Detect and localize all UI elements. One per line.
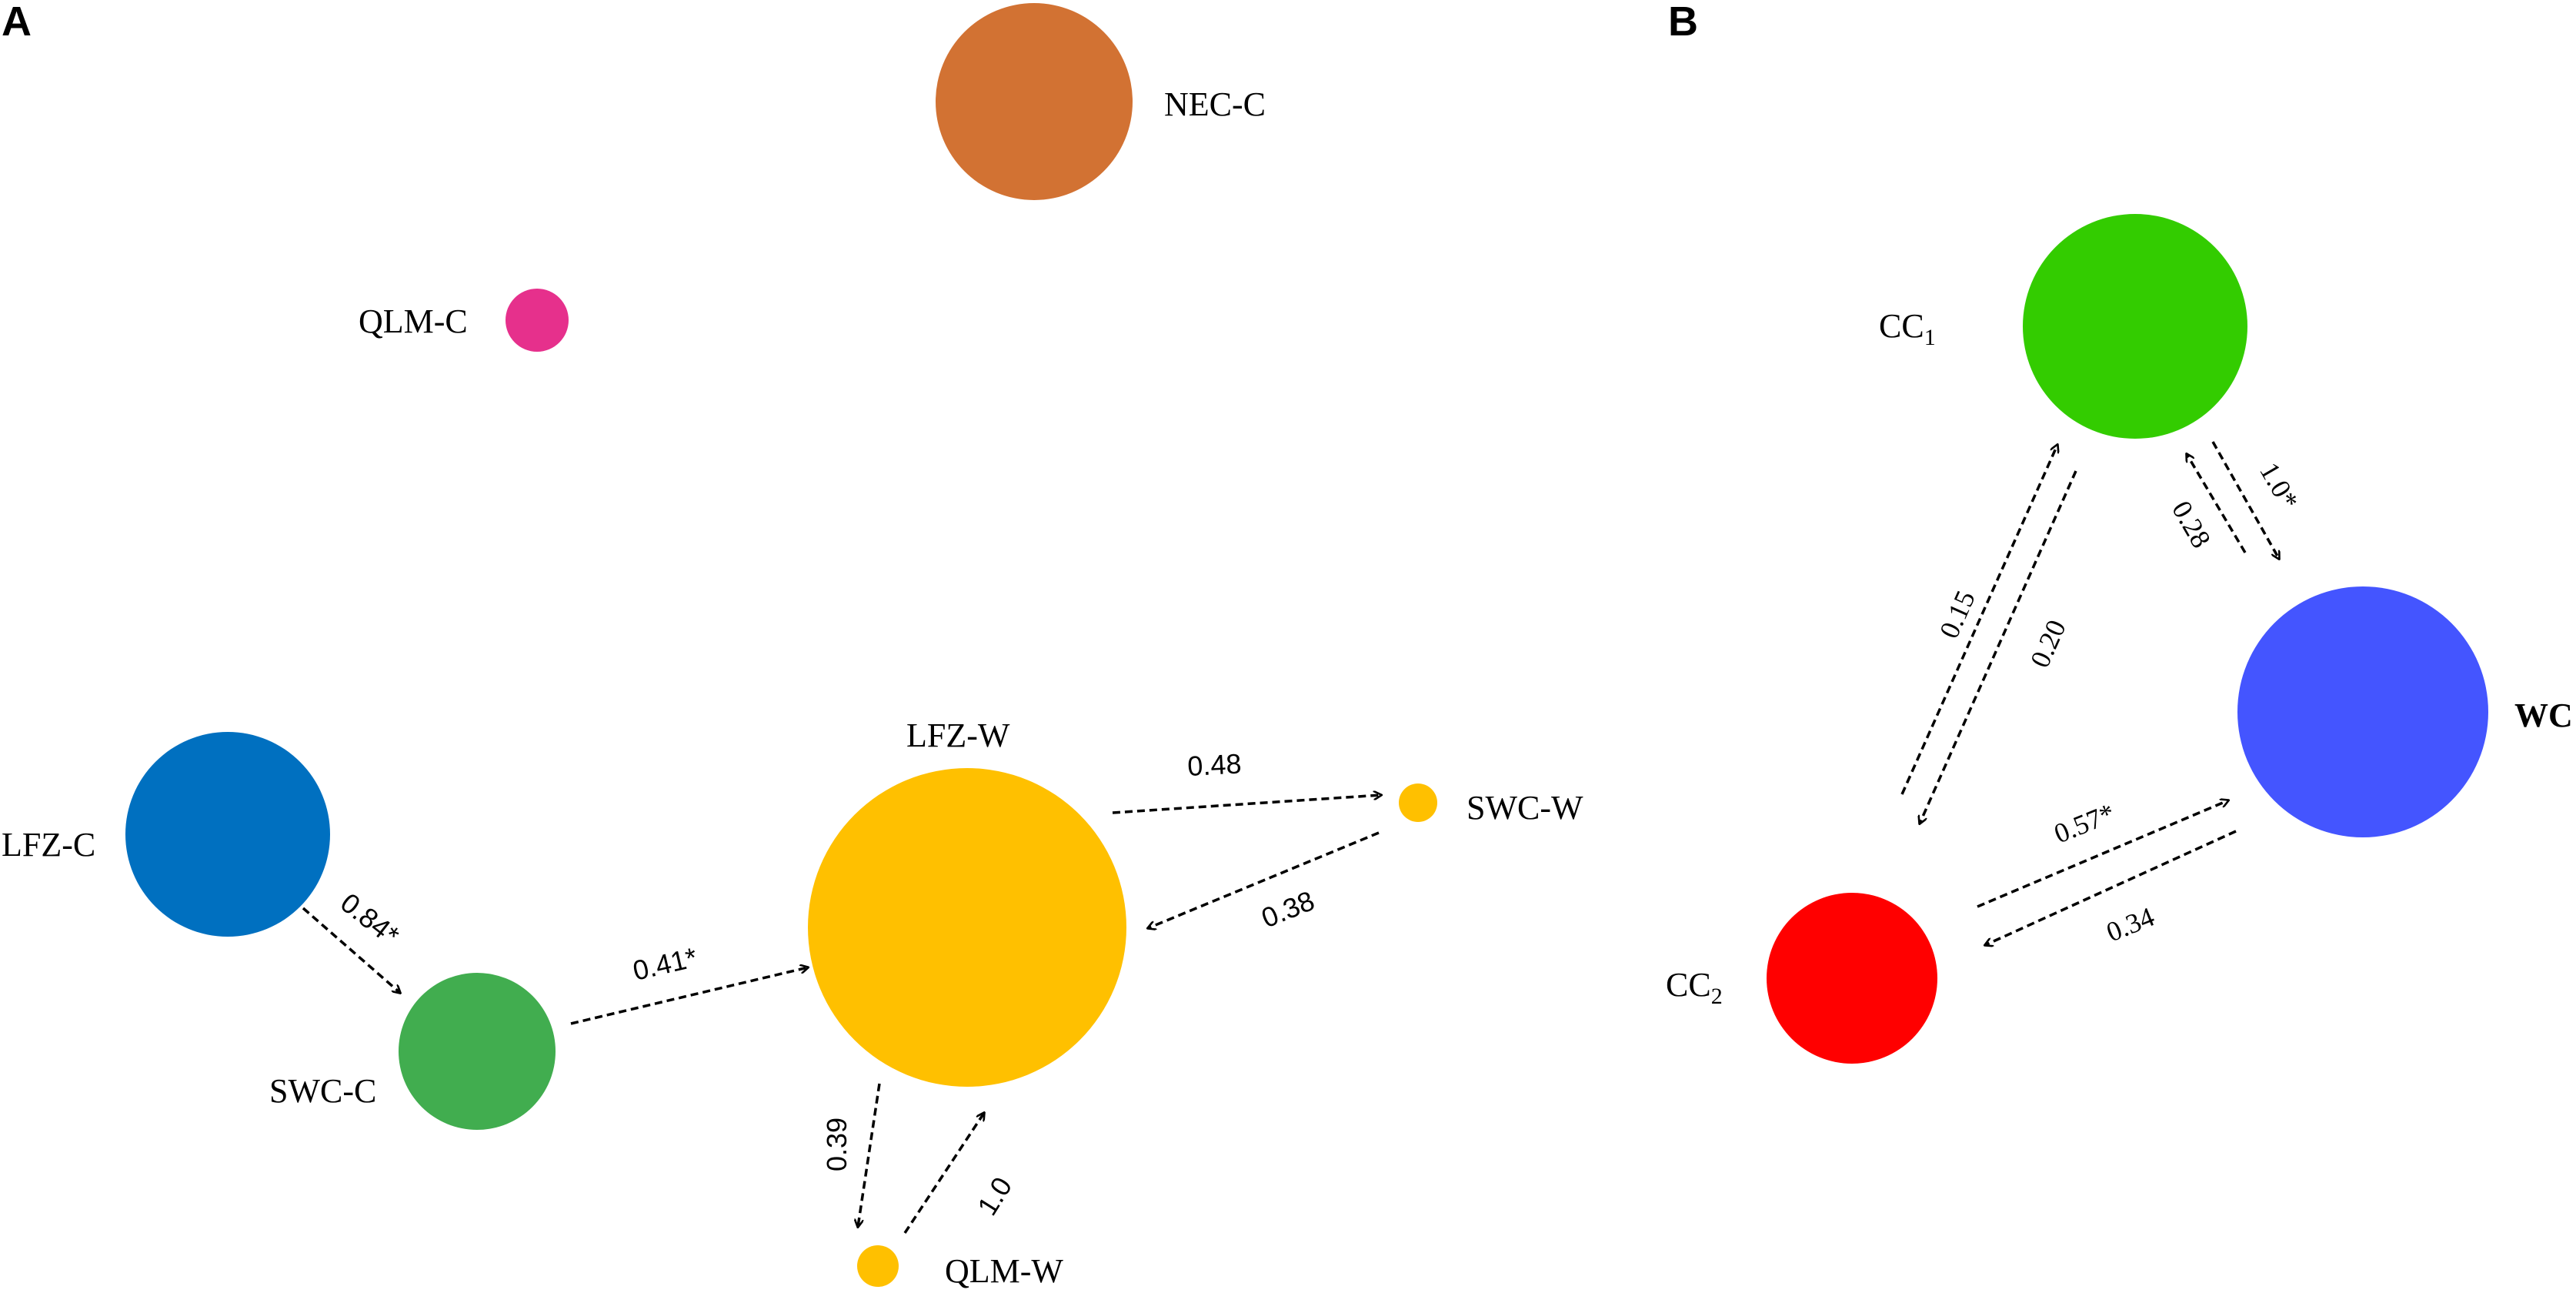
node-lfz-w-label: LFZ-W xyxy=(906,717,1010,754)
node-swc-w-label: SWC-W xyxy=(1467,789,1583,827)
node-cc1 xyxy=(2023,214,2247,439)
edge-swc-c-to-lfz-w xyxy=(570,967,808,1025)
edge-lfz-c-to-swc-c xyxy=(302,907,400,993)
node-lfz-w xyxy=(808,768,1126,1087)
node-qlm-w xyxy=(857,1245,899,1287)
node-cc2 xyxy=(1767,893,1937,1064)
node-wc xyxy=(2237,586,2488,837)
edge-lfz-w-to-qlm-w-label: 0.39 xyxy=(821,1118,853,1171)
edge-cc1-to-cc2-label: 0.20 xyxy=(2024,615,2072,672)
node-cc1-label-sub: 1 xyxy=(1924,325,1936,350)
edge-cc1-to-wc-label: 1.0* xyxy=(2254,457,2304,515)
node-cc2-label: CC2 xyxy=(1666,966,1723,1009)
edge-wc-to-cc2 xyxy=(1985,830,2237,945)
node-cc1-label: CC1 xyxy=(1879,307,1936,350)
node-nec-c xyxy=(936,3,1133,200)
edge-qlm-w-to-lfz-w xyxy=(903,1113,984,1234)
edge-swc-c-to-lfz-w-label: 0.41* xyxy=(630,941,700,987)
edge-lfz-w-to-swc-w xyxy=(1112,795,1381,814)
edge-wc-to-cc2-label: 0.34 xyxy=(2102,901,2158,948)
edge-cc2-to-wc xyxy=(1977,800,2228,908)
node-cc2-label-main: CC xyxy=(1666,966,1711,1004)
node-qlm-w-label: QLM-W xyxy=(945,1252,1063,1290)
node-lfz-c-label: LFZ-C xyxy=(2,826,95,864)
edge-qlm-w-to-lfz-w-label: 1.0 xyxy=(971,1171,1018,1221)
edge-swc-w-to-lfz-w xyxy=(1148,831,1380,928)
node-swc-c xyxy=(399,973,556,1130)
edge-lfz-w-to-qlm-w xyxy=(858,1083,881,1227)
panel-a-letter: A xyxy=(2,0,32,45)
edge-cc1-to-wc xyxy=(2211,441,2279,559)
node-swc-w xyxy=(1399,783,1437,822)
edge-wc-to-cc1-label: 0.28 xyxy=(2166,496,2217,553)
edge-cc2-to-cc1 xyxy=(1900,445,2057,795)
edge-cc1-to-cc2 xyxy=(1920,470,2077,824)
edge-wc-to-cc1 xyxy=(2187,454,2247,553)
node-cc2-label-sub: 2 xyxy=(1711,984,1723,1009)
edge-swc-w-to-lfz-w-label: 0.38 xyxy=(1257,884,1319,934)
node-swc-c-label: SWC-C xyxy=(269,1072,376,1110)
edge-cc2-to-wc-label: 0.57* xyxy=(2050,797,2119,849)
node-cc1-label-main: CC xyxy=(1879,307,1924,345)
node-lfz-c xyxy=(125,732,330,937)
node-qlm-c-label: QLM-C xyxy=(359,302,468,340)
panel-b-letter: B xyxy=(1668,0,1698,45)
node-wc-label: WC xyxy=(2514,697,2573,734)
node-nec-c-label: NEC-C xyxy=(1164,85,1266,123)
edge-lfz-c-to-swc-c-label: 0.84* xyxy=(335,887,405,951)
node-qlm-c xyxy=(506,289,569,352)
edge-lfz-w-to-swc-w-label: 0.48 xyxy=(1186,747,1242,782)
